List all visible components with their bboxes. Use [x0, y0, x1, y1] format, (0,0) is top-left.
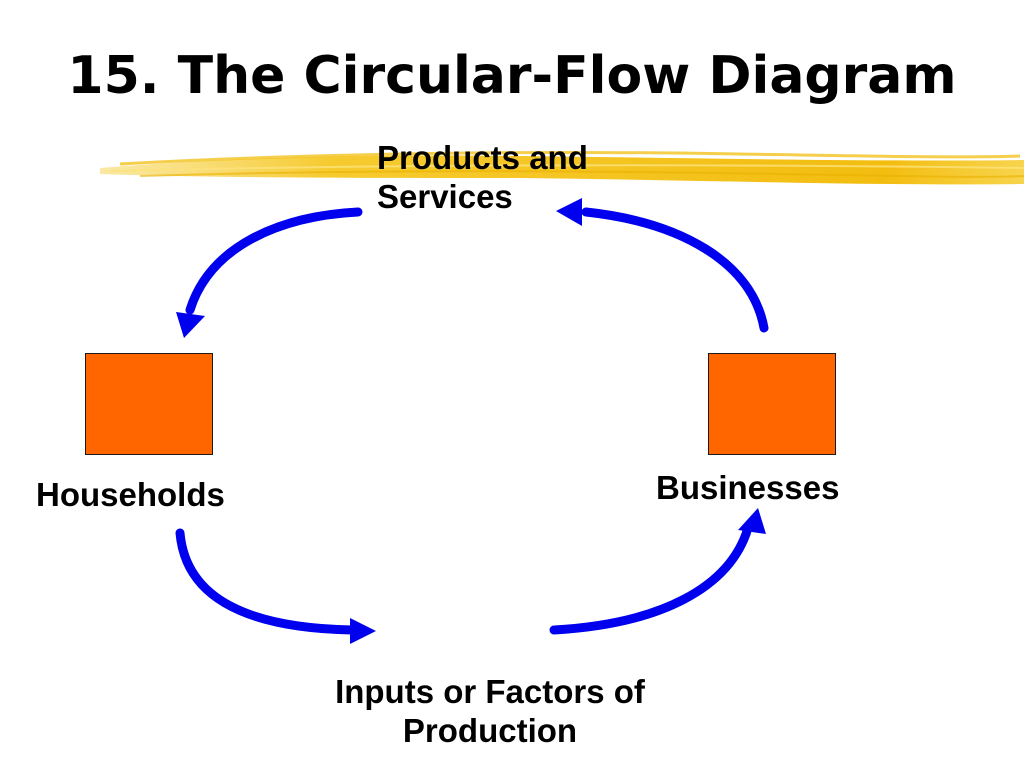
arrow-head-inputs-icon	[350, 618, 376, 644]
highlight-stroke-icon	[100, 150, 1024, 185]
businesses-box	[708, 353, 836, 455]
inputs-factors-label: Inputs or Factors of Production	[335, 673, 645, 749]
products-services-label: Products and Services	[377, 139, 588, 215]
businesses-label: Businesses	[656, 469, 840, 506]
arrow-head-products-icon	[556, 198, 582, 226]
page-title: 15. The Circular-Flow Diagram	[67, 46, 957, 106]
arrow-to-products-curve	[581, 207, 769, 333]
arrow-to-households-curve	[185, 207, 363, 315]
arrow-head-businesses-icon	[738, 508, 766, 534]
arrow-head-households-icon	[176, 312, 205, 338]
arrow-to-inputs-curve	[175, 528, 357, 635]
households-box	[85, 353, 213, 455]
households-label: Households	[36, 476, 225, 513]
arrow-to-businesses-curve	[549, 523, 753, 635]
